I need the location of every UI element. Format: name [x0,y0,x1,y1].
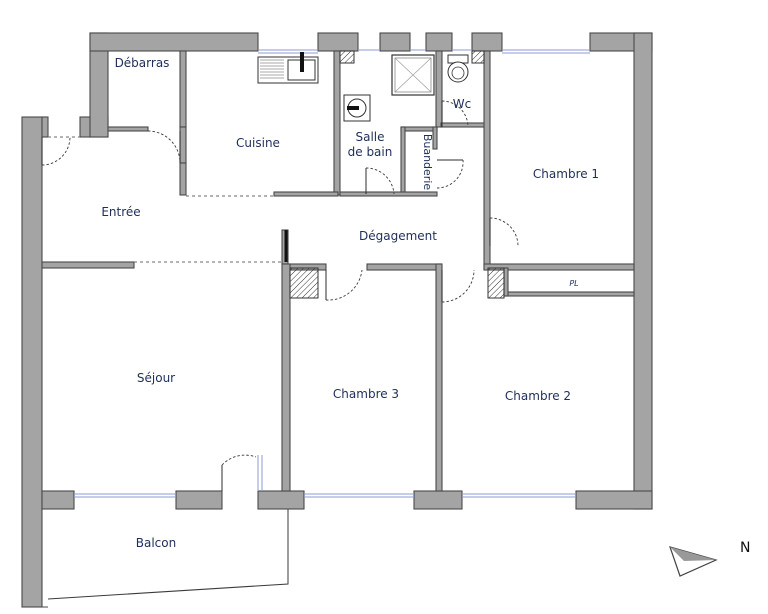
balcony [22,509,289,608]
room-label-wc: Wc [453,97,471,111]
north-wall-mid-1 [317,32,359,52]
windows [74,49,590,498]
room-label-salle-de-bain-line2: de bain [348,145,393,159]
south-wall-3 [257,490,305,510]
north-arrow [669,546,718,577]
north-wall-mid-4 [471,32,503,52]
room-label-balcon: Balcon [136,536,176,550]
east-wall [633,32,653,510]
room-label-placard: PL [569,279,578,288]
room-label-salle-de-bain-line1: Salle [355,130,384,144]
north-wall-west [89,32,259,52]
room-label-sejour: Séjour [137,371,175,385]
south-wall-4 [413,490,463,510]
room-label-chambre2: Chambre 2 [505,389,571,403]
toilet [447,54,469,83]
bathroom-washbasin [343,94,371,122]
north-label: N [740,540,750,556]
south-wall-5 [575,490,653,510]
room-label-cuisine: Cuisine [236,136,280,150]
open-passages [48,136,282,263]
west-wall-cap [41,116,49,138]
room-label-degagement: Dégagement [359,229,437,243]
technical-shafts [289,50,505,299]
shower [391,54,435,96]
south-wall-1 [41,490,75,510]
doors [41,100,519,491]
interior-walls [41,50,635,492]
north-wall-mid-3 [425,32,453,52]
south-wall-2 [175,490,223,510]
room-label-chambre3: Chambre 3 [333,387,399,401]
north-wall-mid-2 [379,32,411,52]
room-label-buanderie: Buanderie [421,134,434,191]
room-label-debarras: Débarras [115,56,170,70]
west-wall [21,116,43,608]
kitchen-sink [257,52,319,84]
room-label-entree: Entrée [101,205,140,219]
room-label-chambre1: Chambre 1 [533,167,599,181]
